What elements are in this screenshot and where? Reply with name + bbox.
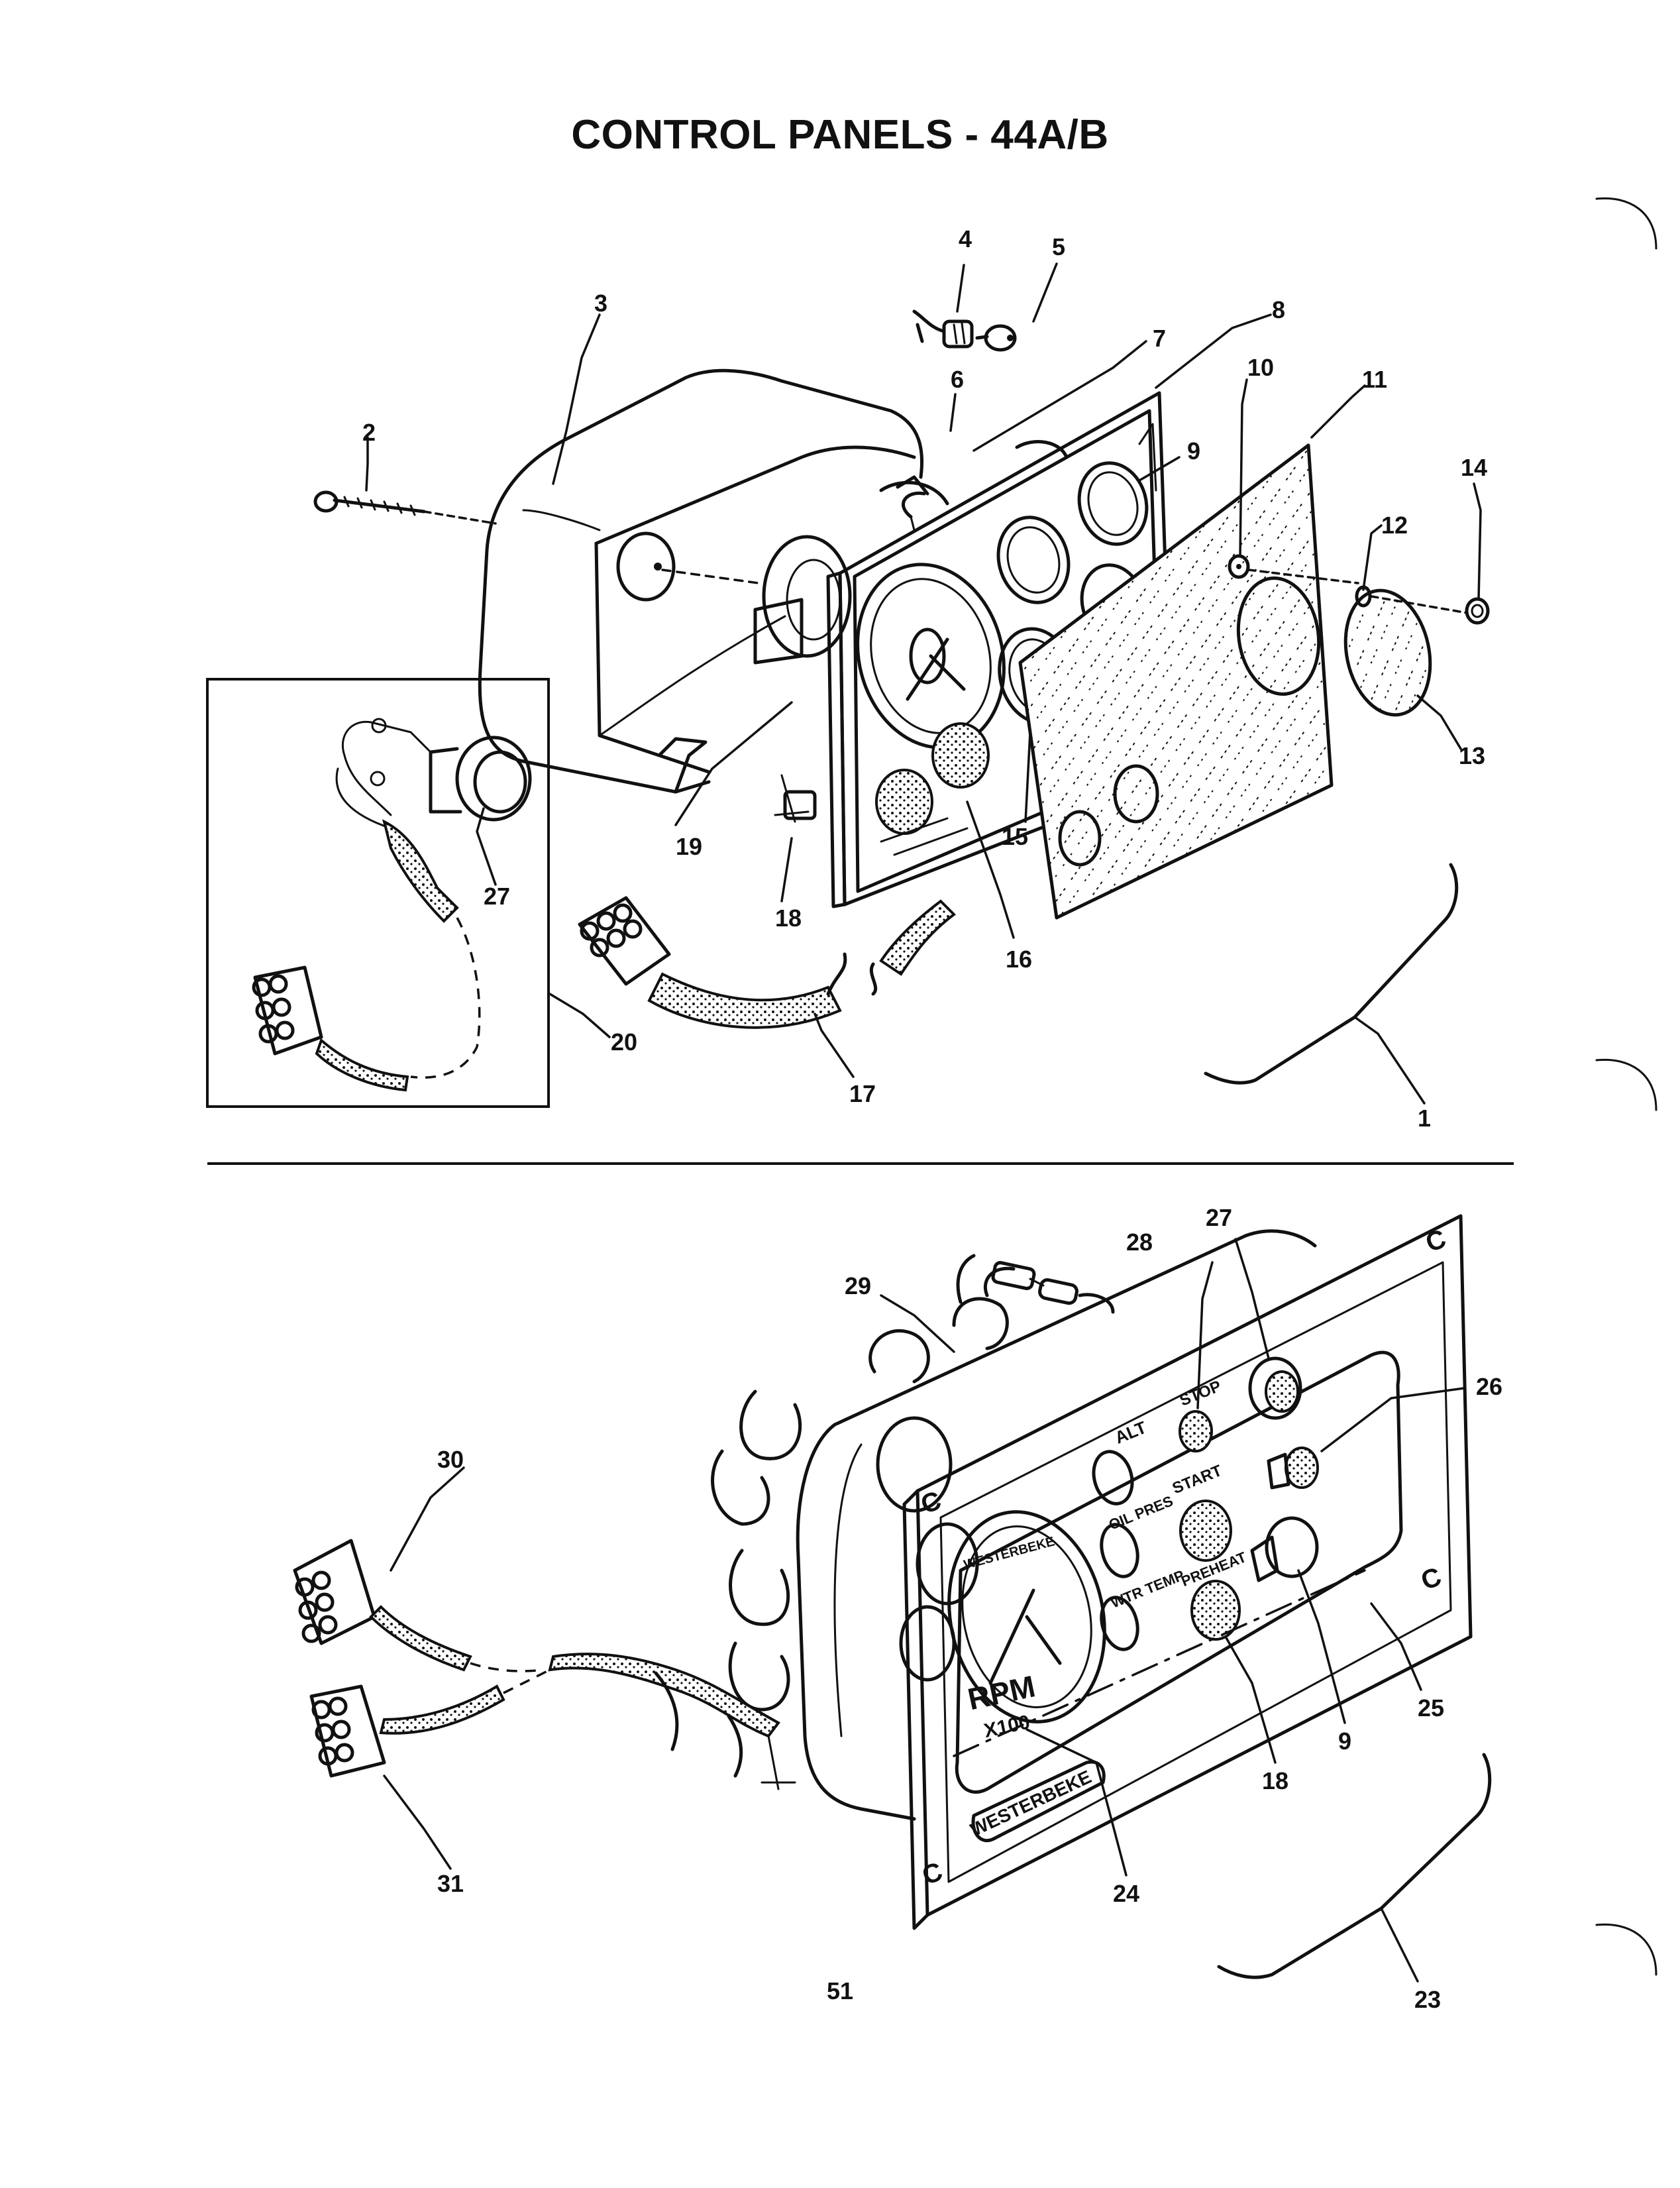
- callout-1: 1: [1418, 1105, 1431, 1132]
- screw-hole-top-right: C: [1422, 1224, 1449, 1258]
- callout-28: 28: [1126, 1229, 1153, 1256]
- top-callouts: 1 2 3 4 5 6 7 8 9 10 11 12 13 14 15 16 1…: [362, 225, 1487, 1132]
- callout-24: 24: [1113, 1880, 1139, 1907]
- stop-button: [1179, 1410, 1213, 1452]
- callout-27-inset: 27: [484, 883, 510, 910]
- callout-8: 8: [1272, 296, 1285, 323]
- callout-13: 13: [1459, 742, 1485, 769]
- lamp-socket-and-bulb: [912, 309, 1017, 352]
- wiring-harness: [578, 896, 957, 1029]
- callout-17: 17: [849, 1080, 876, 1107]
- top-leader-lines: [365, 262, 1482, 1105]
- stop-switch-label: STOP: [1177, 1377, 1224, 1409]
- callout-20: 20: [611, 1028, 637, 1056]
- page-number: 51: [826, 1977, 854, 2004]
- callout-27-bottom: 27: [1206, 1204, 1232, 1231]
- callout-11: 11: [1362, 366, 1387, 393]
- panel-housing: [478, 368, 924, 794]
- callout-10: 10: [1247, 354, 1274, 381]
- callout-12: 12: [1381, 512, 1408, 539]
- top-exploded-assembly: 1 2 3 4 5 6 7 8 9 10 11 12 13 14 15 16 1…: [206, 225, 1490, 1132]
- assembly-bracket-bottom: [1217, 1753, 1492, 1979]
- callout-15: 15: [1002, 823, 1028, 850]
- callout-16: 16: [1006, 946, 1032, 973]
- callout-9-bottom: 9: [1338, 1727, 1351, 1755]
- start-button: [1179, 1500, 1232, 1562]
- callout-31: 31: [437, 1870, 464, 1897]
- callout-26: 26: [1476, 1373, 1502, 1400]
- callout-29: 29: [845, 1272, 871, 1299]
- water-temp-gauge-label: WTR TEMP: [1108, 1566, 1186, 1611]
- key-switch: [1265, 1370, 1299, 1413]
- callout-25: 25: [1418, 1694, 1444, 1722]
- preheat-button: [1190, 1580, 1241, 1641]
- callout-4: 4: [959, 225, 972, 252]
- oil-pres-gauge-label: OIL PRES: [1106, 1492, 1175, 1533]
- callout-14: 14: [1461, 454, 1487, 481]
- lens-gasket: [1018, 443, 1334, 920]
- callout-2: 2: [362, 419, 376, 446]
- inset-detail-box: [206, 678, 550, 1108]
- panel-faceplate: WESTERBEKE RPM X100 ALT OIL PRES WTR TEM…: [947, 1350, 1403, 1842]
- tach-rpm-label: RPM: [965, 1668, 1038, 1716]
- callout-23: 23: [1414, 1986, 1441, 2013]
- page-edge-marks: [1595, 197, 1657, 1976]
- callout-30: 30: [437, 1446, 464, 1473]
- mounting-screw: [313, 490, 497, 525]
- alt-gauge-label: ALT: [1112, 1417, 1149, 1448]
- callout-9: 9: [1187, 437, 1200, 465]
- screw-hole-bottom-left: C: [918, 1857, 946, 1890]
- callout-18-bottom: 18: [1262, 1767, 1288, 1794]
- brand-plate-text: WESTERBEKE: [967, 1767, 1094, 1841]
- bezel-lens: [1247, 569, 1490, 717]
- bottom-callouts: 9 18 23 24 25 26 27 28 29 30 31: [437, 1204, 1502, 2013]
- screw-hole-bottom-right: C: [1417, 1562, 1445, 1596]
- callout-5: 5: [1052, 233, 1065, 260]
- callout-7: 7: [1153, 325, 1166, 352]
- bottom-leader-lines: [383, 1238, 1465, 1983]
- rear-housing-and-wires: [711, 1229, 1317, 1821]
- bottom-harness: [293, 1539, 796, 1790]
- bottom-assembled-panel: C C C C WESTERBEKE RPM X100 ALT OIL PRES…: [293, 1204, 1502, 2013]
- callout-19: 19: [676, 833, 702, 860]
- callout-18: 18: [775, 904, 802, 932]
- panel-lamp: [1285, 1447, 1319, 1489]
- screw-hole-top-left: C: [917, 1486, 945, 1519]
- gauge-backs: [753, 440, 1069, 823]
- tach-scale-label: X100: [982, 1711, 1031, 1742]
- callout-3: 3: [594, 290, 607, 317]
- callout-6: 6: [951, 366, 964, 393]
- assembly-bracket-top: [1204, 863, 1459, 1085]
- page-title: CONTROL PANELS - 44A/B: [571, 112, 1109, 158]
- start-switch-label: START: [1170, 1462, 1225, 1498]
